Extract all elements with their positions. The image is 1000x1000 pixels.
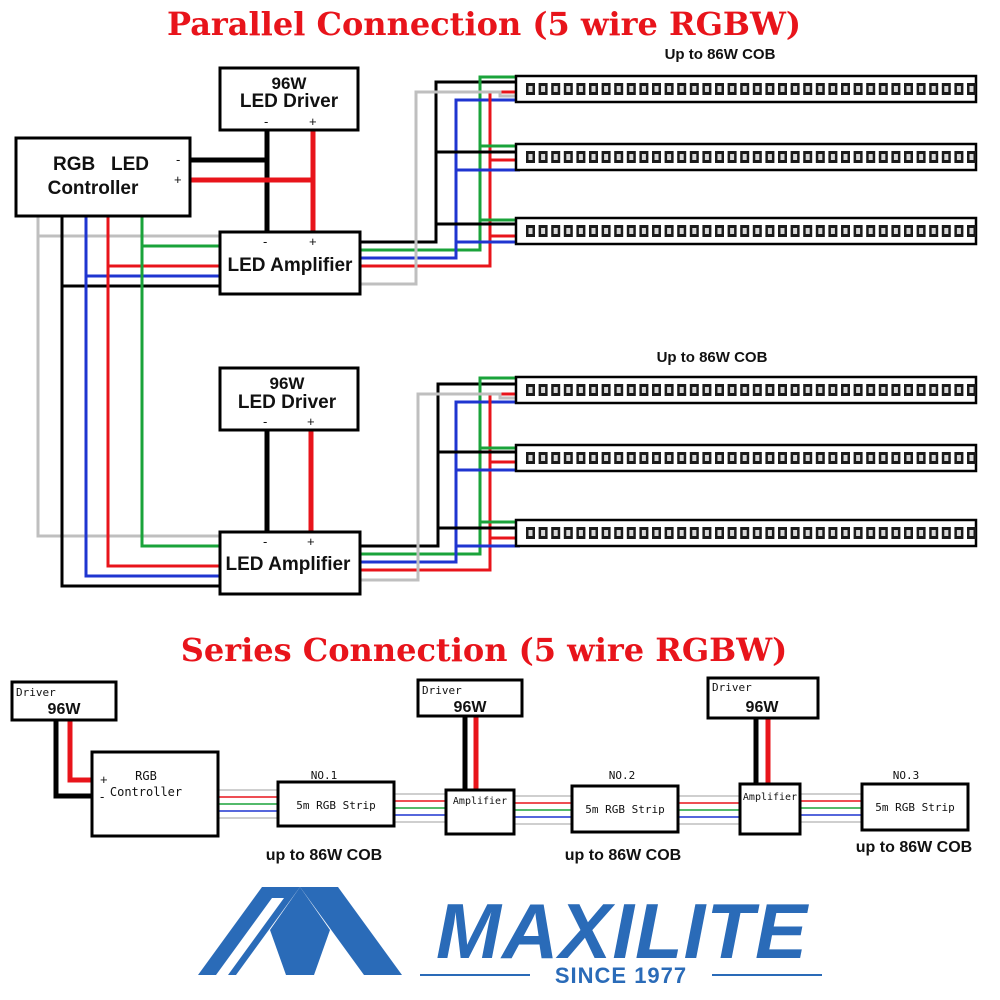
series-strip-1-caption: up to 86W COB (266, 847, 382, 864)
series-strip-3-number: NO.3 (893, 769, 920, 782)
parallel-power-wires (190, 130, 316, 532)
led-strip (514, 518, 978, 548)
controller-label-line1: RGB LED (53, 154, 149, 175)
series-strip-2: NO.2 5m RGB Strip up to 86W COB (565, 769, 681, 864)
series-power-wires (53, 716, 771, 799)
parallel-signal-wires (36, 214, 220, 588)
series-strip-3: NO.3 5m RGB Strip up to 86W COB (856, 769, 972, 856)
driver-1-watt: 96W (272, 74, 308, 93)
led-strip (514, 443, 978, 473)
series-strip-3-caption: up to 86W COB (856, 839, 972, 856)
amplifier-2-plus: + (307, 534, 315, 549)
driver-1-label: LED Driver (240, 91, 339, 112)
led-driver-2: 96W LED Driver - + (218, 366, 360, 432)
driver-2-plus: + (307, 414, 315, 429)
series-strip-1-number: NO.1 (311, 769, 338, 782)
series-driver-2-label: Driver (422, 684, 462, 697)
led-strip (514, 375, 978, 405)
series-amplifier-1-label: Amplifier (453, 796, 507, 807)
series-driver-2-watt: 96W (454, 699, 488, 716)
controller-plus-terminal: + (174, 172, 182, 187)
led-strip (514, 74, 978, 104)
led-amplifier-1: - + LED Amplifier (218, 230, 362, 296)
amplifier-1-label: LED Amplifier (228, 255, 354, 276)
series-rgb-controller: RGB Controller + - (90, 750, 220, 838)
series-driver-3-label: Driver (712, 681, 752, 694)
amplifier-1-output-wires (360, 75, 520, 286)
amplifier-1-minus: - (263, 234, 267, 249)
driver-2-minus: - (263, 414, 267, 429)
series-driver-1-watt: 96W (48, 701, 82, 718)
led-driver-1: 96W LED Driver - + (218, 66, 360, 132)
series-driver-1-label: Driver (16, 686, 56, 699)
series-amplifier-2-label: Amplifier (743, 792, 797, 803)
amplifier-1-plus: + (309, 234, 317, 249)
led-strip (514, 142, 978, 172)
driver-2-watt: 96W (270, 374, 306, 393)
led-strips (514, 74, 978, 548)
strip-group-2-caption: Up to 86W COB (657, 349, 768, 366)
controller-minus-terminal: - (176, 152, 180, 167)
series-amplifier-2: Amplifier (738, 782, 802, 836)
series-controller-line1: RGB (135, 769, 157, 783)
amplifier-2-label: LED Amplifier (226, 554, 352, 575)
series-controller-plus: + (100, 772, 108, 787)
series-strip-2-label: 5m RGB Strip (585, 803, 664, 816)
driver-1-minus: - (264, 114, 268, 129)
series-driver-3: Driver 96W (706, 676, 820, 720)
series-signal-wires (218, 789, 862, 825)
strip-group-1-caption: Up to 86W COB (665, 46, 776, 63)
led-amplifier-2: - + LED Amplifier (218, 530, 362, 596)
series-controller-line2: Controller (110, 785, 182, 799)
series-controller-minus: - (100, 789, 104, 804)
controller-label-line2: Controller (48, 178, 139, 199)
maxilite-wordmark: MAXILITE (436, 887, 809, 975)
series-strip-1: NO.1 5m RGB Strip up to 86W COB (266, 769, 396, 864)
amplifier-2-minus: - (263, 534, 267, 549)
amplifier-2-output-wires (360, 376, 520, 582)
series-strip-2-caption: up to 86W COB (565, 847, 681, 864)
series-driver-2: Driver 96W (416, 678, 524, 718)
parallel-title: Parallel Connection (5 wire RGBW) (167, 5, 801, 43)
rgb-led-controller: RGB LED Controller - + (14, 136, 192, 218)
series-strip-2-number: NO.2 (609, 769, 636, 782)
series-driver-3-watt: 96W (746, 699, 780, 716)
maxilite-tagline: SINCE 1977 (555, 963, 687, 988)
led-strip (514, 216, 978, 246)
maxilite-logo: MAXILITE SINCE 1977 (198, 887, 822, 988)
series-strip-3-label: 5m RGB Strip (875, 801, 954, 814)
series-strip-1-label: 5m RGB Strip (296, 799, 375, 812)
series-title: Series Connection (5 wire RGBW) (181, 631, 788, 669)
maxilite-emblem (198, 887, 402, 975)
driver-1-plus: + (309, 114, 317, 129)
series-amplifier-1: Amplifier (444, 788, 516, 836)
driver-2-label: LED Driver (238, 392, 337, 413)
series-driver-1: Driver 96W (10, 680, 118, 722)
